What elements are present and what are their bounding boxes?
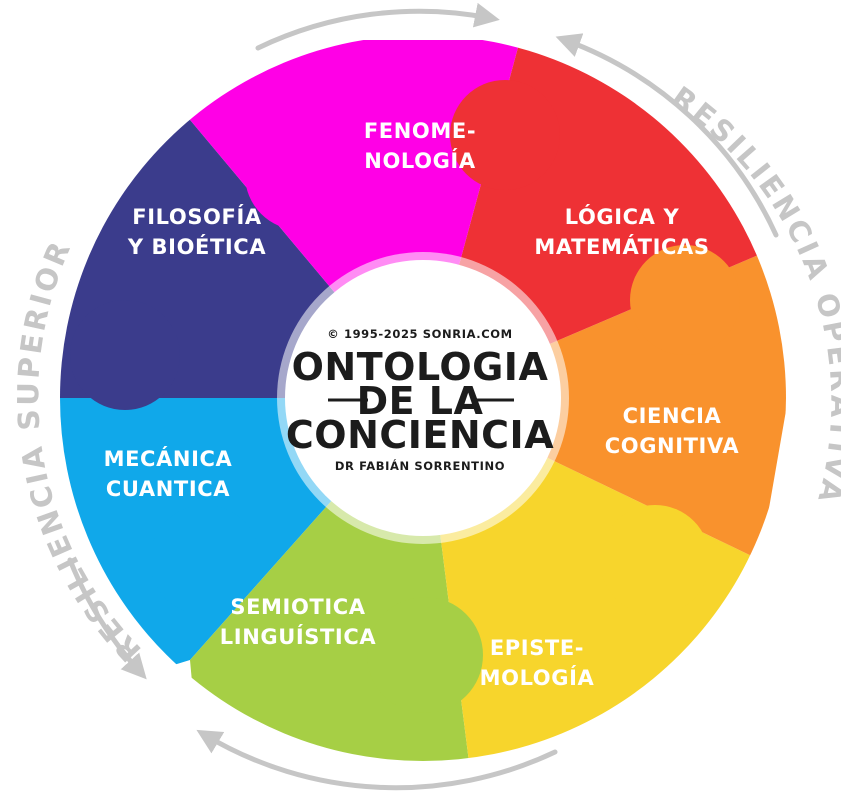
- knob-mecanica: [150, 505, 260, 615]
- label-epistemologia-1: EPISTE-: [490, 636, 584, 660]
- title-line-1: ONTOLOGIA: [292, 345, 549, 389]
- author-text: DR FABIÁN SORRENTINO: [335, 458, 505, 473]
- label-semiotica-2: LINGUÍSTICA: [220, 624, 377, 649]
- knob-semiotica: [367, 597, 483, 713]
- label-epistemologia-2: MOLOGÍA: [480, 665, 595, 690]
- label-semiotica-1: SEMIOTICA: [230, 595, 365, 619]
- center-disc: [285, 260, 561, 536]
- label-filosofia-1: FILOSOFÍA: [132, 204, 262, 229]
- arrow-lower-left: [67, 557, 147, 680]
- title-line-2: DE LA: [357, 379, 484, 423]
- title-line-3: CONCIENCIA: [286, 413, 554, 457]
- label-fenomenologia-2: NOLOGÍA: [364, 148, 476, 173]
- arrow-top-right: [255, 2, 500, 51]
- outer-arrow-ring: [67, 2, 779, 791]
- label-logica-2: MATEMÁTICAS: [534, 234, 709, 259]
- knob-fenomenologia: [245, 120, 355, 230]
- knob-filosofia: [70, 300, 180, 410]
- label-ciencia-2: COGNITIVA: [605, 434, 740, 458]
- copyright-text: © 1995-2025 SONRIA.COM: [327, 327, 512, 341]
- label-ciencia-1: CIENCIA: [623, 404, 722, 428]
- label-fenomenologia-1: FENOME-: [364, 119, 476, 143]
- arrow-top-left: [555, 33, 779, 238]
- segment-labels: FENOME- NOLOGÍA LÓGICA Y MATEMÁTICAS CIE…: [104, 119, 740, 690]
- label-filosofia-2: Y BIOÉTICA: [127, 234, 266, 259]
- label-logica-1: LÓGICA Y: [565, 204, 680, 229]
- label-mecanica-1: MECÁNICA: [104, 446, 233, 471]
- knob-logica: [450, 80, 560, 190]
- arrow-bottom: [196, 729, 558, 791]
- knob-epistemologia: [600, 505, 710, 615]
- knob-ciencia: [630, 245, 740, 355]
- label-mecanica-2: CUANTICA: [106, 477, 230, 501]
- center-hub: © 1995-2025 SONRIA.COM ONTOLOGIA DE LA C…: [277, 252, 569, 544]
